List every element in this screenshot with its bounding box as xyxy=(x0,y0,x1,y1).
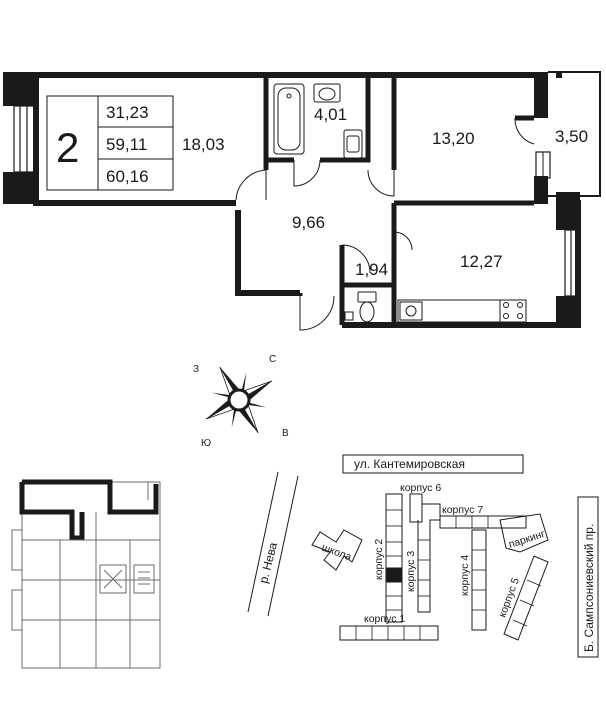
building-1 xyxy=(339,625,439,641)
window-left xyxy=(13,105,35,173)
room-area-living: 18,03 xyxy=(182,135,225,154)
bath-fixtures xyxy=(273,83,363,159)
kitchen-counter xyxy=(397,299,527,323)
building-2-label: корпус 2 xyxy=(373,539,385,580)
columns xyxy=(3,72,580,326)
compass-rose: С Ю В З xyxy=(193,354,289,449)
total-area: 59,11 xyxy=(106,135,147,154)
compass-west: З xyxy=(193,364,199,375)
compass-south: Ю xyxy=(201,438,211,449)
school-label: школа xyxy=(320,542,353,564)
building-7-label: корпус 7 xyxy=(442,504,483,516)
street-top-label: ул. Кантемировская xyxy=(354,457,465,471)
total-area-with-balcony: 60,16 xyxy=(106,167,149,186)
building-3 xyxy=(417,503,441,613)
compass-east: В xyxy=(282,428,289,439)
area-summary: 2 31,23 59,11 60,16 xyxy=(46,95,174,191)
room-area-kitchen: 12,27 xyxy=(460,252,503,271)
wc-fixtures xyxy=(344,291,377,323)
balcony-walls xyxy=(535,71,601,197)
building-2 xyxy=(385,493,403,623)
living-area: 31,23 xyxy=(106,103,149,122)
building-2-highlight xyxy=(385,567,403,583)
floor-plan: 2 31,23 59,11 60,16 18,03 4,01 13,20 3,5… xyxy=(3,71,601,331)
building-5 xyxy=(503,555,549,641)
room-areas: 18,03 4,01 13,20 3,50 9,66 1,94 12,27 xyxy=(182,105,588,279)
building-6-label: корпус 6 xyxy=(400,482,441,494)
building-4-label: корпус 4 xyxy=(459,555,471,596)
window-right xyxy=(564,229,578,297)
parking-label: паркинг xyxy=(507,528,546,551)
room-area-bedroom: 13,20 xyxy=(432,129,475,148)
outer-walls xyxy=(5,72,581,328)
rooms-count: 2 xyxy=(56,124,79,171)
room-area-balcony: 3,50 xyxy=(555,127,588,146)
building-6-part xyxy=(409,493,423,523)
parking-building xyxy=(499,513,549,553)
door-swings xyxy=(235,117,535,331)
hall-left-wall xyxy=(235,210,300,296)
floor-key-plan xyxy=(11,479,161,669)
room-area-hall: 9,66 xyxy=(292,213,325,232)
street-right-frame xyxy=(577,496,599,658)
building-1-label: корпус 1 xyxy=(364,613,405,625)
room-area-wc: 1,94 xyxy=(355,260,388,279)
interior-walls xyxy=(263,78,534,325)
building-3-label: корпус 3 xyxy=(405,551,417,592)
site-plan: р. Нева ул. Кантемировская Б. Сампсониев… xyxy=(247,454,599,658)
compass-north: С xyxy=(269,354,276,365)
street-top-frame xyxy=(342,454,524,474)
room-area-bathroom: 4,01 xyxy=(314,105,347,124)
building-7 xyxy=(439,515,527,529)
school-building xyxy=(311,529,363,571)
street-right-label: Б. Сампсониевский пр. xyxy=(582,524,596,652)
building-4 xyxy=(471,529,487,631)
